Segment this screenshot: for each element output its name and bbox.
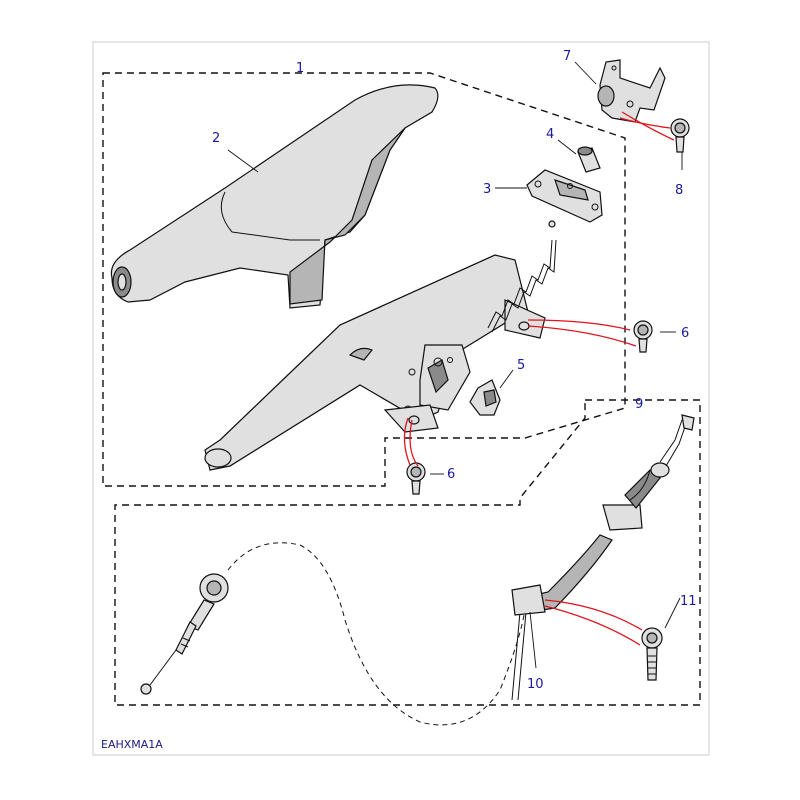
callout-3: 3 [483, 182, 491, 197]
callout-4: 4 [546, 127, 554, 142]
diagram-frame [92, 41, 710, 756]
callout-1: 1 [296, 61, 304, 76]
fixing-lines [403, 111, 675, 646]
leader-lines [227, 61, 683, 669]
cable-assembly [140, 414, 695, 726]
assembly-outline-lever [102, 72, 626, 487]
callout-8: 8 [675, 183, 683, 198]
assembly-outline-cable [114, 399, 701, 706]
bolt-6-upper [633, 320, 653, 353]
callout-6a: 6 [681, 326, 689, 341]
clip [469, 379, 501, 416]
bolt-8 [670, 118, 690, 153]
callout-6b: 6 [447, 467, 455, 482]
mounting-bracket [597, 59, 666, 123]
bolt-11 [641, 627, 663, 681]
callout-11: 11 [680, 594, 697, 609]
bolt-6-lower [406, 462, 426, 495]
callout-2: 2 [212, 131, 220, 146]
callout-5: 5 [517, 358, 525, 373]
lever-grip [110, 84, 439, 309]
bush [577, 146, 601, 173]
lever-mechanism [204, 220, 557, 471]
pawl-bracket [526, 169, 603, 223]
callout-7: 7 [563, 49, 571, 64]
callout-9: 9 [635, 397, 643, 412]
drawing-code: EAHXMA1A [101, 738, 163, 751]
callout-10: 10 [527, 677, 544, 692]
